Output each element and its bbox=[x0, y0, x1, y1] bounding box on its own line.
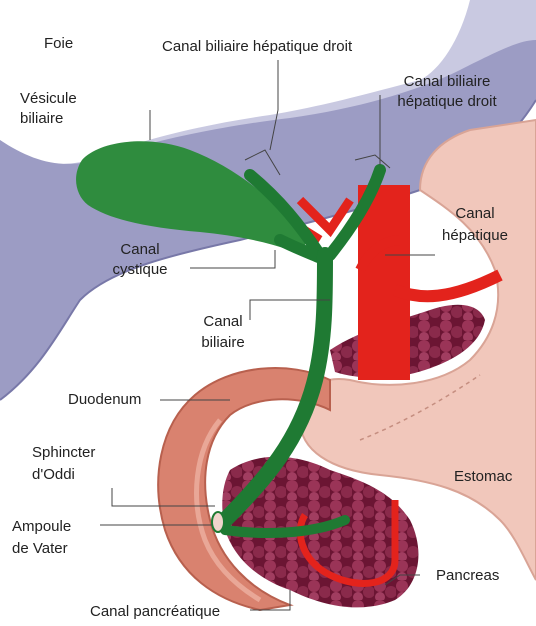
label-canal-hepatique-droit-right-line1: Canal biliaire bbox=[387, 72, 507, 92]
label-ampoule-line2: de Vater bbox=[12, 539, 68, 559]
label-canal-biliaire-line2: biliaire bbox=[188, 333, 258, 353]
label-estomac: Estomac bbox=[454, 467, 512, 487]
label-pancreas: Pancreas bbox=[436, 566, 499, 586]
ampulla bbox=[212, 512, 224, 532]
label-canal-pancreatique: Canal pancréatique bbox=[90, 602, 220, 622]
label-vesicule-line1: Vésicule bbox=[20, 89, 77, 109]
label-ampoule-line1: Ampoule bbox=[12, 517, 71, 537]
label-canal-hepatique-droit-top: Canal biliaire hépatique droit bbox=[162, 37, 352, 57]
label-canal-biliaire-line1: Canal bbox=[188, 312, 258, 332]
label-vesicule-line2: biliaire bbox=[20, 109, 63, 129]
label-canal-hepatique-line2: hépatique bbox=[430, 226, 520, 246]
label-canal-cystique-line1: Canal bbox=[100, 240, 180, 260]
label-duodenum: Duodenum bbox=[68, 390, 141, 410]
label-foie: Foie bbox=[44, 34, 73, 54]
label-canal-hepatique-line1: Canal bbox=[430, 204, 520, 224]
label-canal-cystique-line2: cystique bbox=[100, 260, 180, 280]
label-canal-hepatique-droit-right-line2: hépatique droit bbox=[387, 92, 507, 112]
label-sphincter-line2: d'Oddi bbox=[32, 465, 75, 485]
label-sphincter-line1: Sphincter bbox=[32, 443, 95, 463]
